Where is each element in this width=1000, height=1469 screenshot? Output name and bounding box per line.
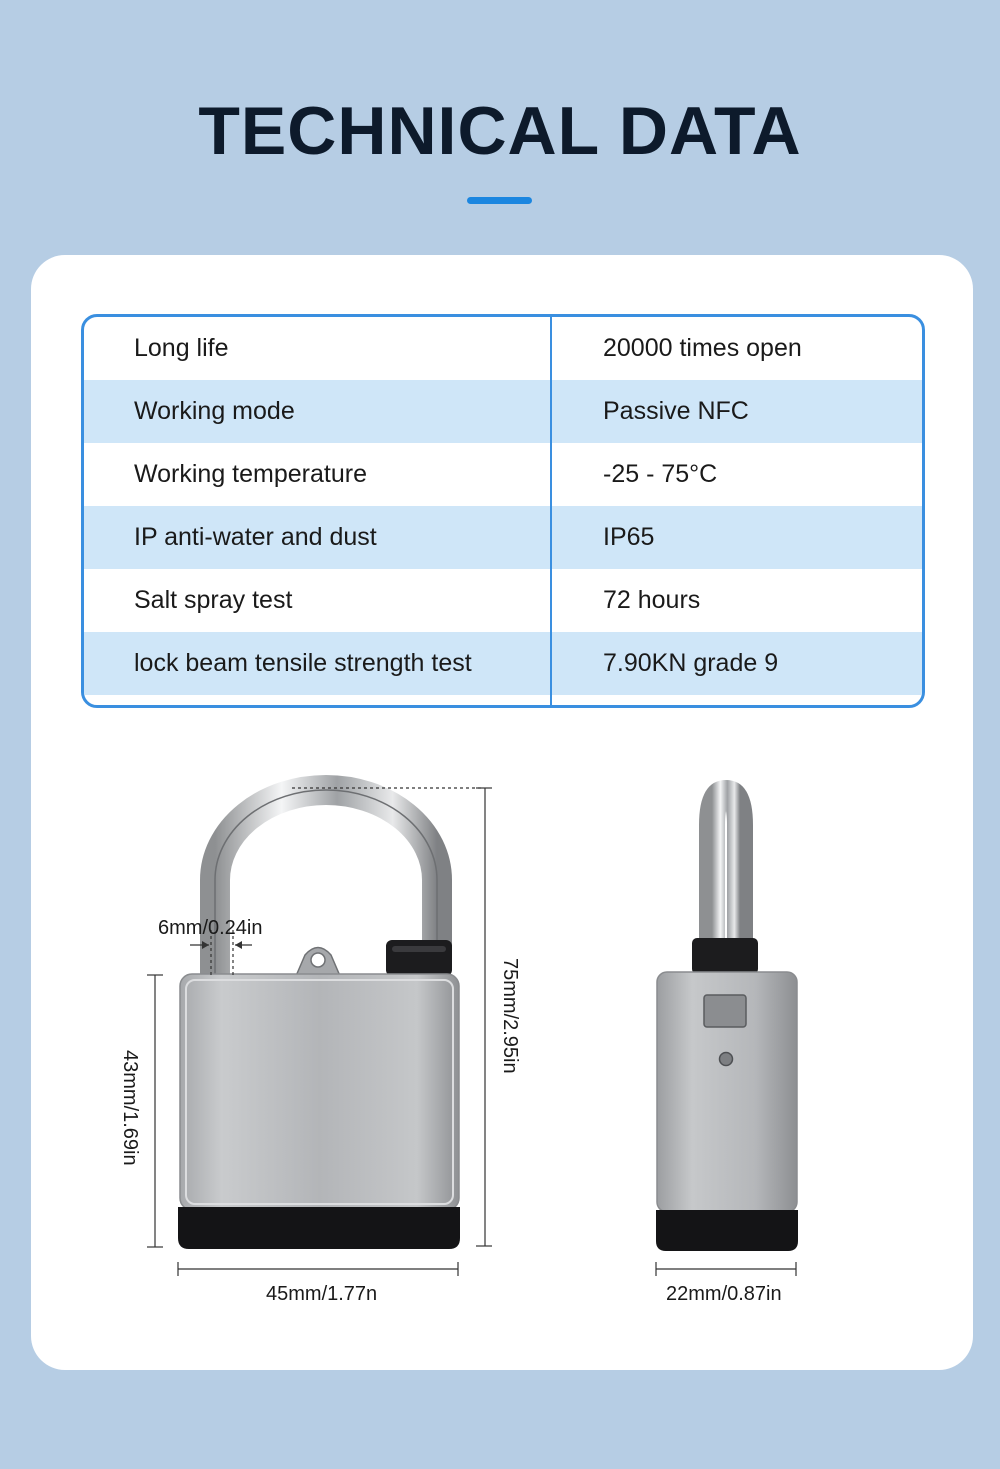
spec-row: Long life 20000 times open — [84, 317, 922, 380]
front-shackle-edge — [214, 789, 438, 975]
side-width-label: 22mm/0.87in — [666, 1283, 782, 1305]
front-width-label: 45mm/1.77n — [266, 1283, 377, 1305]
body-height-label: 43mm/1.69in — [119, 1050, 141, 1166]
column-divider — [550, 317, 552, 705]
spec-value: -25 - 75°C — [603, 460, 718, 488]
spec-label: Long life — [134, 334, 229, 362]
arrow-left — [235, 941, 242, 949]
dimension-lines — [147, 787, 797, 1276]
spec-label: lock beam tensile strength test — [134, 649, 472, 677]
front-bumper — [178, 1207, 460, 1249]
shackle-collar-highlight — [392, 946, 446, 952]
spec-value: 20000 times open — [603, 334, 802, 362]
spec-label: Working temperature — [134, 460, 367, 488]
shackle-width-label: 6mm/0.24in — [158, 917, 263, 939]
side-shackle — [699, 779, 753, 945]
nfc-sensor — [703, 994, 747, 1028]
spec-value: IP65 — [603, 523, 655, 551]
side-padlock-image — [656, 779, 798, 1251]
spec-table: Long life 20000 times open Working mode … — [81, 314, 925, 708]
spec-row: lock beam tensile strength test 7.90KN g… — [84, 632, 922, 695]
title-underline — [467, 197, 532, 204]
spec-label: IP anti-water and dust — [134, 523, 377, 551]
total-height-label: 75mm/2.95in — [499, 958, 521, 1074]
spec-row: Working temperature -25 - 75°C — [84, 443, 922, 506]
spec-label: Salt spray test — [134, 586, 293, 614]
side-collar — [692, 938, 758, 974]
front-padlock-image — [178, 775, 460, 1249]
spec-value: 7.90KN grade 9 — [603, 649, 779, 677]
arrow-right — [202, 941, 209, 949]
spec-row: IP anti-water and dust IP65 — [84, 506, 922, 569]
side-bumper — [656, 1210, 798, 1251]
lanyard-hole — [310, 952, 326, 968]
page-title: TECHNICAL DATA — [198, 93, 802, 169]
spec-label: Working mode — [134, 397, 295, 425]
spec-row: Salt spray test 72 hours — [84, 569, 922, 632]
spec-row: Working mode Passive NFC — [84, 380, 922, 443]
shackle-collar — [386, 940, 452, 976]
indicator-light — [718, 1051, 734, 1067]
front-body-bevel — [185, 979, 454, 1205]
spec-value: 72 hours — [603, 586, 701, 614]
spec-value: Passive NFC — [603, 397, 749, 425]
front-body — [179, 973, 460, 1211]
